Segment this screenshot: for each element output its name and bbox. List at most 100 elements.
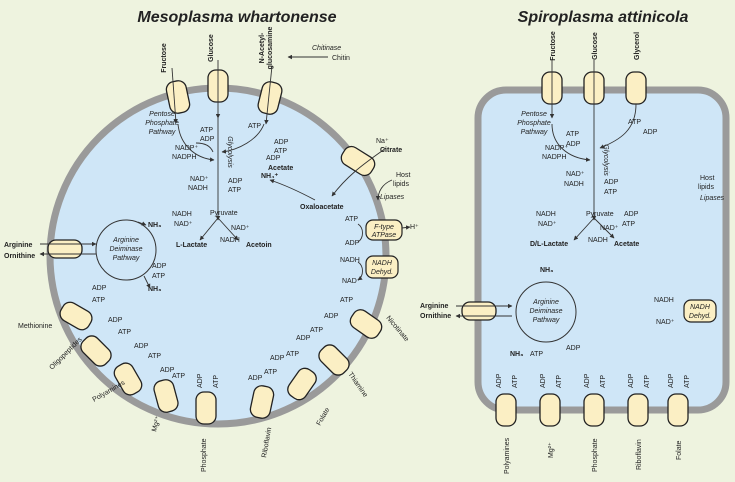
atp-ribo: ATP	[264, 369, 277, 376]
atp-thiamine: ATP	[310, 327, 323, 334]
transporter-arginine-left	[39, 239, 97, 259]
arginine-right: Arginine	[420, 303, 448, 310]
transporter-riboflavin-left: Riboflavin ADP ATP	[248, 369, 277, 458]
host-lipids-left-1: Host	[396, 172, 410, 179]
label-nag-2: glucosamine	[267, 27, 274, 70]
nad-right-4: NAD⁺	[656, 319, 675, 326]
adp-right-5: ADP	[566, 345, 581, 352]
nad-right-1: NAD⁺	[566, 171, 585, 178]
transporter-arginine-right	[455, 301, 513, 321]
adp-r-b2: ADP	[540, 373, 547, 388]
host-lipids-right-1: Host	[700, 175, 714, 182]
atp-meth: ATP	[92, 297, 105, 304]
label-fructose-right: Fructose	[550, 31, 557, 61]
adp-right-1: ADP	[566, 141, 581, 148]
transporter-nag: N-Acetyl- glucosamine	[257, 27, 283, 125]
adi-left-2: Deiminase	[109, 246, 142, 253]
oxaloacetate-left: Oxaloacetate	[300, 204, 344, 211]
nadh-left-1: NADH	[188, 185, 208, 192]
lipases-right: Lipases	[700, 195, 725, 202]
adp-r-b5: ADP	[668, 373, 675, 388]
adp-right-4: ADP	[624, 211, 639, 218]
nadph-left: NADPH	[172, 154, 197, 161]
adi-right-3: Pathway	[533, 317, 560, 324]
label-polyamines-right: Polyamines	[504, 437, 511, 474]
atp-left-3: ATP	[248, 123, 261, 130]
ppp-right-3: Pathway	[521, 129, 548, 136]
adp-r-b3: ADP	[584, 373, 591, 388]
nadh-dehyd-right-1: NADH	[690, 304, 711, 311]
glycolysis-right: Glycolysis	[602, 144, 609, 176]
atp-oligo: ATP	[118, 329, 131, 336]
nadh-right-2: NADH	[536, 211, 556, 218]
label-thiamine: Thiamine	[346, 371, 368, 399]
adi-circle-left	[95, 219, 157, 281]
acetate-left: Acetate	[268, 165, 293, 172]
adp-oligo: ADP	[108, 317, 123, 324]
host-lipids-left-2: lipids	[393, 181, 409, 188]
atp-r-b2: ATP	[556, 375, 563, 388]
atp-mg: ATP	[172, 373, 185, 380]
acetoin-left: Acetoin	[246, 242, 272, 249]
atp-right-3: ATP	[604, 189, 617, 196]
host-lipids-right-2: lipids	[698, 184, 714, 191]
label-chitin: Chitin	[332, 55, 350, 62]
nadh-right-4: NADH	[654, 297, 674, 304]
atp-ftype: ATP	[345, 216, 358, 223]
ppp-left-1: Pentose	[149, 111, 175, 118]
nad-left-2: NAD⁺	[174, 221, 193, 228]
citrate-left: Citrate	[380, 147, 402, 154]
label-glucose-right: Glucose	[592, 32, 599, 60]
spiroplasma-cell	[474, 86, 730, 414]
transporter-glucose-left: Glucose	[207, 34, 229, 119]
nadh-right-1: NADH	[564, 181, 584, 188]
title-mesoplasma: Mesoplasma whartonense	[137, 9, 336, 26]
adp-phos: ADP	[197, 373, 204, 388]
adp-poly: ADP	[134, 343, 149, 350]
label-phosphate-right: Phosphate	[592, 438, 599, 472]
nad-left-4: NAD⁺	[342, 278, 361, 285]
adp-nico: ADP	[324, 313, 339, 320]
ftype-label-2: ATPase	[371, 232, 396, 239]
label-nicotinate: Nicotinate	[384, 315, 409, 343]
atp-right-4: ATP	[622, 221, 635, 228]
nadph-right: NADPH	[542, 154, 567, 161]
atp-phos: ATP	[213, 375, 220, 388]
adi-right-2: Deiminase	[529, 308, 562, 315]
label-fructose-left: Fructose	[161, 43, 168, 73]
transporter-polyamines-right: Polyamines	[495, 393, 517, 474]
label-folate-right: Folate	[676, 440, 683, 460]
pyruvate-right: Pyruvate	[586, 211, 614, 218]
glycolysis-left: Glycolysis	[226, 136, 233, 168]
llactate-left: L-Lactate	[176, 242, 207, 249]
adp-thiamine: ADP	[296, 335, 311, 342]
transporter-glucose-right: Glucose	[583, 32, 605, 221]
adi-left-1: Arginine	[112, 237, 139, 244]
adp-ftype: ADP	[345, 240, 360, 247]
label-nag-1: N-Acetyl-	[259, 32, 266, 63]
ppp-left-2: Phosphate	[145, 120, 179, 127]
ornithine-right: Ornithine	[420, 313, 451, 320]
ftype-label-1: F-type	[374, 224, 394, 231]
label-mg-right: Mg²⁺	[548, 442, 555, 458]
adi-circle-right	[515, 281, 577, 343]
label-riboflavin-right: Riboflavin	[636, 439, 643, 470]
adp-left-4: ADP	[266, 155, 281, 162]
transporter-citrate	[331, 145, 387, 197]
adp-r-b1: ADP	[496, 373, 503, 388]
label-glucose-left: Glucose	[208, 34, 215, 62]
nadh-right-3: NADH	[588, 237, 608, 244]
lipases-left: Lipases	[380, 194, 405, 201]
adp-meth: ADP	[92, 285, 107, 292]
label-riboflavin-left: Riboflavin	[261, 427, 273, 459]
atp-right-1: ATP	[566, 131, 579, 138]
nh3-left-2: NH₃	[148, 286, 161, 293]
title-spiroplasma: Spiroplasma attinicola	[518, 9, 689, 26]
nadh-left-4: NADH	[340, 257, 360, 264]
nad-right-2: NAD⁺	[538, 221, 557, 228]
label-phosphate-left: Phosphate	[201, 438, 208, 472]
ppp-right-1: Pentose	[521, 111, 547, 118]
atp-right-2: ATP	[628, 119, 641, 126]
adp-folate: ADP	[270, 355, 285, 362]
bottom-cofactors-right: ADP ATP ADP ATP ADP ATP ADP ATP ADP ATP	[496, 373, 691, 388]
